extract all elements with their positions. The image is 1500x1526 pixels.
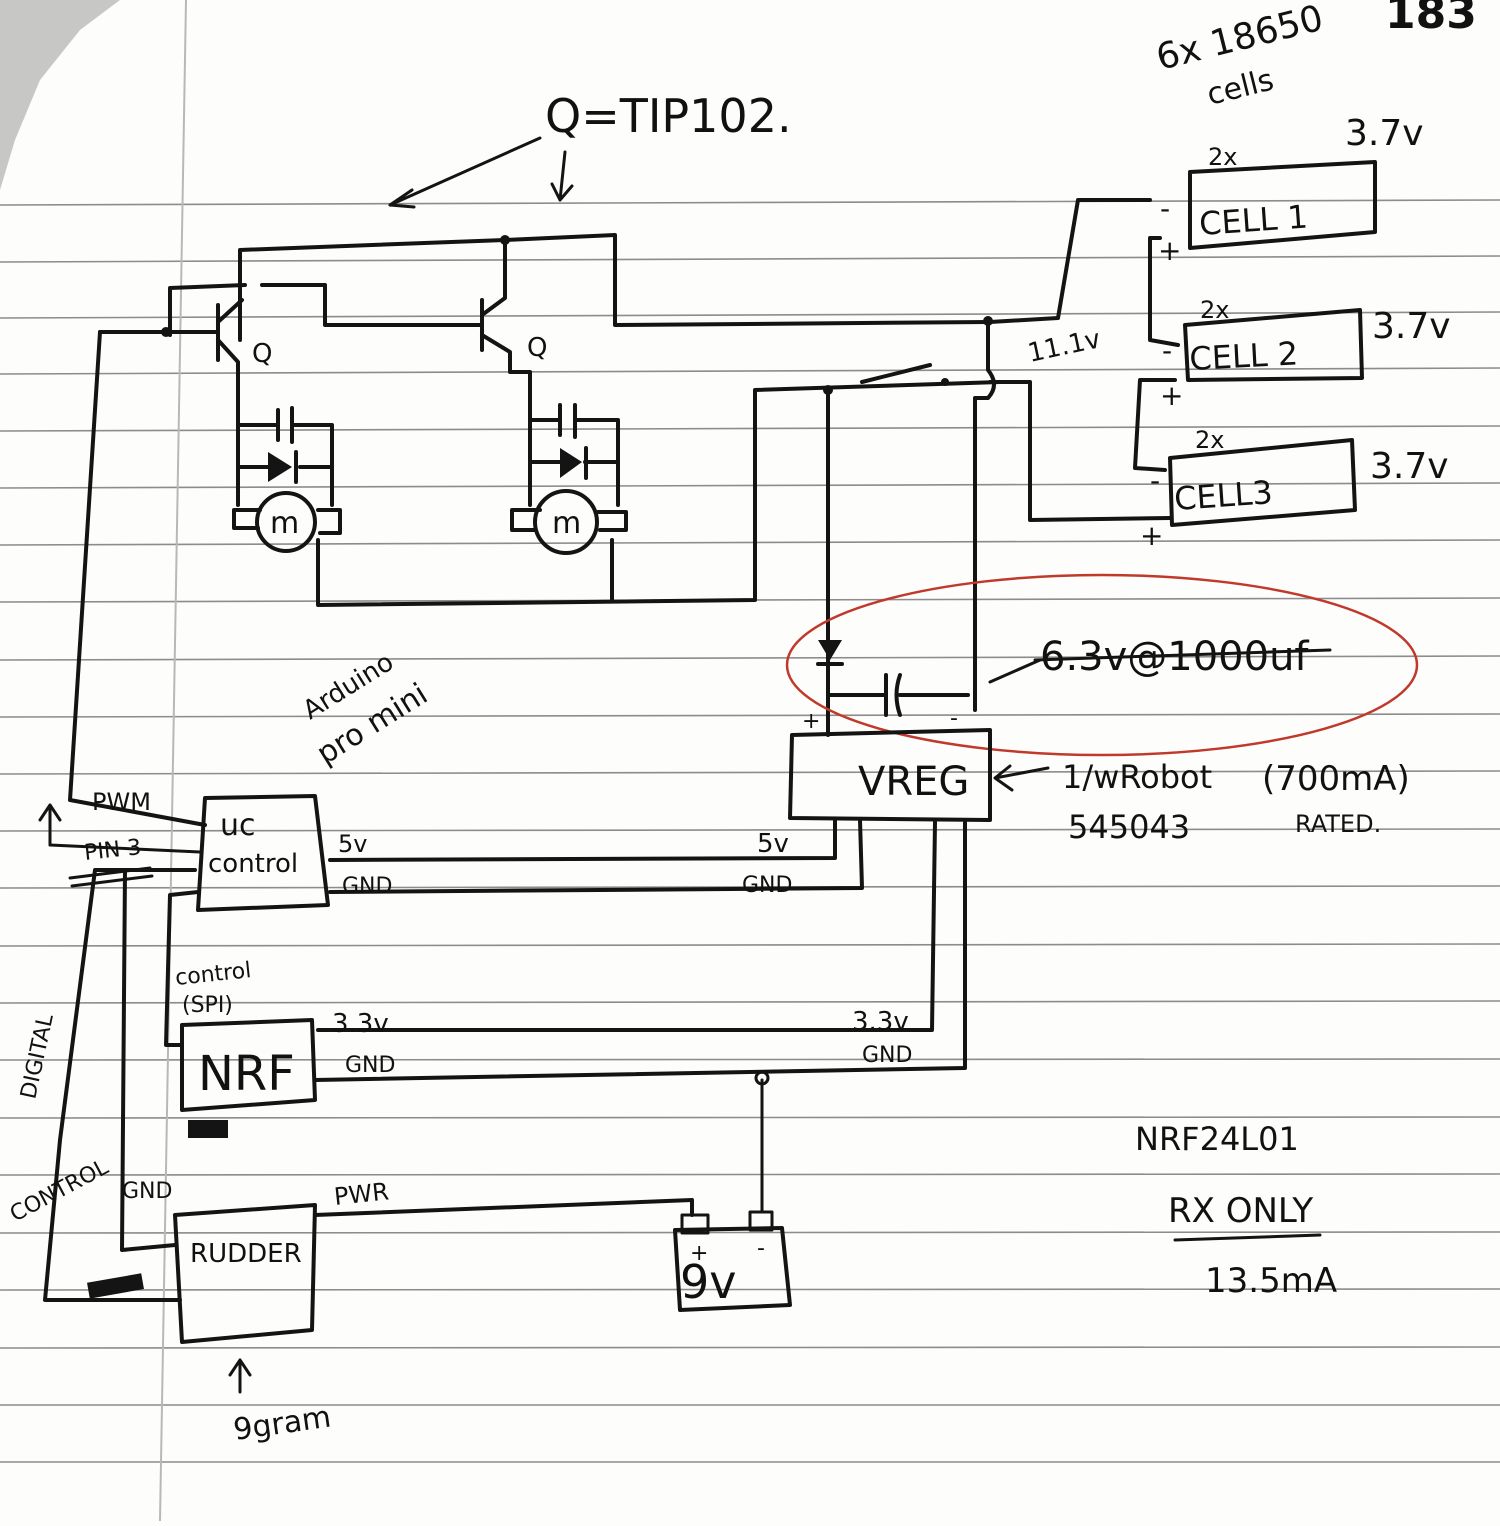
motor-driver: Q Q m m [98,233,1002,607]
cap-plus: + [802,709,820,734]
scribble-mark-2 [87,1273,144,1299]
battery-label: 9v [680,1255,737,1309]
pwm-label: PWM [92,788,151,816]
cell-1-voltage: 3.7v [1345,113,1424,154]
wrobot-label: 1/wRobot [1062,758,1212,796]
arrow-servo-icon [228,1358,252,1394]
uc-symbol: uc [220,808,256,843]
arrow-down-icon [550,150,574,202]
spi-label: control [174,958,252,991]
servo-gnd-label: GND [122,1179,172,1204]
vreg-gnd-label: GND [742,873,792,898]
spi-sublabel: (SPI) [182,993,233,1018]
battery-pack: CELL 1 CELL 2 CELL3 3.7v 3.7v 3.7v 2x 2x… [988,113,1451,552]
pin3-label: PIN 3 [83,835,143,866]
cell-2-minus: - [1162,334,1172,367]
cell-2-label: CELL 2 [1188,334,1299,378]
battery-plus: + [690,1241,708,1266]
uc-5v-label: 5v [338,830,367,858]
arrow-vreg-icon [993,764,1050,792]
battery-9v: + - 9v PWR [313,1070,792,1312]
rated-current: (700mA) [1262,759,1410,799]
arrow-left-icon [388,136,542,209]
cell-2-count: 2x [1200,296,1229,324]
nrf-model-label: NRF24L01 [1135,1120,1299,1158]
cell-1-minus: - [1160,192,1170,225]
cell-2-voltage: 3.7v [1372,306,1451,347]
pwr-label: PWR [333,1177,391,1211]
motor-2-block: m [510,403,628,602]
cell-2-plus: + [1160,379,1183,412]
cell-2 [1183,308,1364,382]
vreg-label: VREG [858,759,969,805]
cells-subtitle: cells [1203,63,1277,113]
cap-minus: - [950,706,958,731]
wrobot-part: 545043 [1068,808,1190,846]
cells-title: 6x 18650 [1152,0,1327,79]
voltage-regulator: VREG 1/wRobot 545043 (700mA) RATED. 5v G… [313,728,1410,1082]
cell-1-count: 2x [1208,143,1237,171]
voltage-11v-label: 11.1v [1025,324,1103,369]
cell-3-minus: - [1150,464,1160,497]
battery-minus: - [757,1236,765,1261]
current-label: 13.5mA [1205,1261,1337,1301]
rated-label: RATED. [1295,810,1381,838]
transistor-label-2: Q [527,333,547,363]
vreg-33v-label: 3.3v [852,1007,909,1037]
cell-3-plus: + [1140,519,1163,552]
nrf-gnd-label: GND [345,1053,395,1078]
transistor-q2: Q [480,238,547,412]
input-filter: + - 6.3v@1000uf [785,573,1419,757]
cell-1-plus: + [1158,234,1181,267]
digital-label: DIGITAL [16,1011,58,1101]
rx-only-label: RX ONLY [1168,1191,1313,1231]
cell-3-voltage: 3.7v [1370,446,1449,487]
uc-label: control [208,849,298,879]
transistor-q1: Q [98,298,272,407]
motor-1-block: m [232,380,1002,607]
scribble-mark [188,1120,228,1138]
page-number: 183 [1385,0,1477,39]
rudder-label: RUDDER [190,1239,302,1269]
highlight-circle [785,573,1419,757]
cell-3-count: 2x [1195,426,1224,454]
nrf-label: NRF [198,1046,295,1102]
scan-shadow [0,0,120,190]
arrow-up-icon [38,803,62,847]
cell-3 [1168,438,1357,527]
nrf-33v-label: 3.3v [332,1009,389,1039]
nrf-notes: NRF24L01 RX ONLY 13.5mA [1135,1120,1337,1301]
vreg-gnd2-label: GND [862,1043,912,1068]
vreg-5v-label: 5v [757,829,789,859]
servo-weight: 9gram [231,1400,333,1448]
motor-1-icon: m [270,506,299,541]
transistor-label-1: Q [252,339,272,369]
cell-1-label: CELL 1 [1198,197,1309,242]
motor-2-icon: m [552,506,581,541]
cell-1 [1188,160,1377,250]
transistor-note: Q=TIP102. [545,89,792,143]
uc-gnd-label: GND [342,874,392,899]
control-servo-label: CONTROL [6,1154,113,1227]
power-switch [860,363,932,384]
nrf-module: NRF 3.3v GND control (SPI) [164,890,395,1138]
cell-3-label: CELL3 [1173,473,1274,518]
